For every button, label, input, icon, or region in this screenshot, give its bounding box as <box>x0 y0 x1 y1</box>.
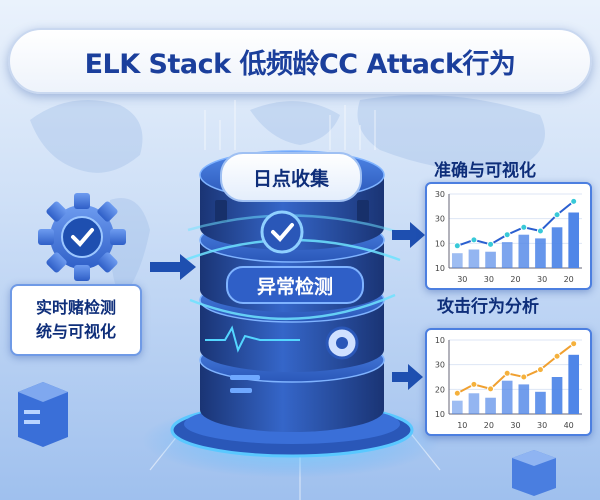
stack-middle-label-text: 异常检测 <box>256 275 333 298</box>
chart-bar <box>518 234 530 268</box>
x-tick-label: 30 <box>537 421 547 430</box>
x-tick-label: 30 <box>484 275 494 284</box>
x-tick-label: 20 <box>564 275 574 284</box>
chart-point <box>553 352 561 360</box>
chart-point <box>570 340 578 348</box>
x-tick-label: 20 <box>510 275 520 284</box>
chart-point <box>553 211 561 219</box>
chart-bar <box>485 251 496 268</box>
server-icon <box>18 382 68 447</box>
y-tick-label: 10 <box>435 264 445 273</box>
arrow-left-to-stack <box>150 254 196 280</box>
data-block-icon <box>512 450 556 496</box>
chart-point <box>520 223 528 231</box>
chart-bar <box>485 397 496 414</box>
chart-point <box>470 380 478 388</box>
chart-point <box>520 373 528 381</box>
chart-point <box>536 366 544 374</box>
chart-bar <box>535 238 546 268</box>
chart-bar <box>518 384 530 414</box>
y-tick-label: 30 <box>435 361 445 370</box>
chart-bar <box>551 227 563 268</box>
chart-bar <box>451 253 463 268</box>
chart-bar <box>551 377 563 414</box>
chart-bar <box>568 354 580 414</box>
page-title: ELK Stack 低频龄CC Attack行为 <box>84 48 516 80</box>
chart-bar <box>468 393 480 414</box>
x-tick-label: 20 <box>484 421 494 430</box>
chart-point <box>470 236 478 244</box>
chart-point <box>487 385 495 393</box>
arrow-stack-to-chart-top <box>392 222 425 248</box>
chart-point <box>570 197 578 205</box>
chart-bottom-panel: 10 30 20 10 10 20 30 30 40 <box>425 328 592 436</box>
small-gear-icon <box>325 326 359 360</box>
shield-check-icon <box>260 210 304 254</box>
left-info-line-1: 实时赌检测 <box>35 298 116 317</box>
x-tick-label: 30 <box>510 421 520 430</box>
y-tick-label: 10 <box>435 239 445 248</box>
stack-middle-label: 异常检测 <box>226 266 364 304</box>
x-tick-label: 30 <box>537 275 547 284</box>
chart-top: 30 30 10 10 30 30 20 30 20 <box>435 190 582 284</box>
chart-bar <box>451 400 463 414</box>
stack-top-label-text: 日点收集 <box>252 167 329 190</box>
stack-top-label: 日点收集 <box>220 152 362 202</box>
chart-bottom-title: 攻击行为分析 <box>437 297 539 317</box>
chart-top-panel: 30 30 10 10 30 30 20 30 20 <box>425 182 592 290</box>
chart-bar <box>501 380 513 414</box>
arrow-stack-to-chart-bottom <box>392 364 423 390</box>
chart-point <box>503 231 511 239</box>
title-banner: ELK Stack 低频龄CC Attack行为 <box>8 28 592 94</box>
chart-bottom: 10 30 20 10 10 20 30 30 40 <box>435 336 582 430</box>
x-tick-label: 30 <box>457 275 467 284</box>
chart-point <box>487 240 495 248</box>
y-tick-label: 20 <box>435 385 445 394</box>
chart-bar <box>535 391 546 414</box>
chart-point <box>503 369 511 377</box>
x-tick-label: 40 <box>564 421 574 430</box>
chart-point <box>453 242 461 250</box>
y-tick-label: 10 <box>435 410 445 419</box>
arrows <box>150 222 425 390</box>
y-tick-label: 10 <box>435 336 445 345</box>
x-tick-label: 10 <box>457 421 467 430</box>
left-info-box: 实时赌检测 统与可视化 <box>10 284 142 356</box>
chart-point <box>453 389 461 397</box>
y-tick-label: 30 <box>435 190 445 199</box>
left-info-line-2: 统与可视化 <box>35 322 116 341</box>
chart-bar <box>501 242 513 268</box>
chart-top-title: 准确与可视化 <box>434 161 536 181</box>
chart-bar <box>568 212 580 268</box>
chart-bar <box>468 249 480 268</box>
chart-point <box>536 227 544 235</box>
gear-check-icon <box>38 193 126 281</box>
y-tick-label: 30 <box>435 215 445 224</box>
